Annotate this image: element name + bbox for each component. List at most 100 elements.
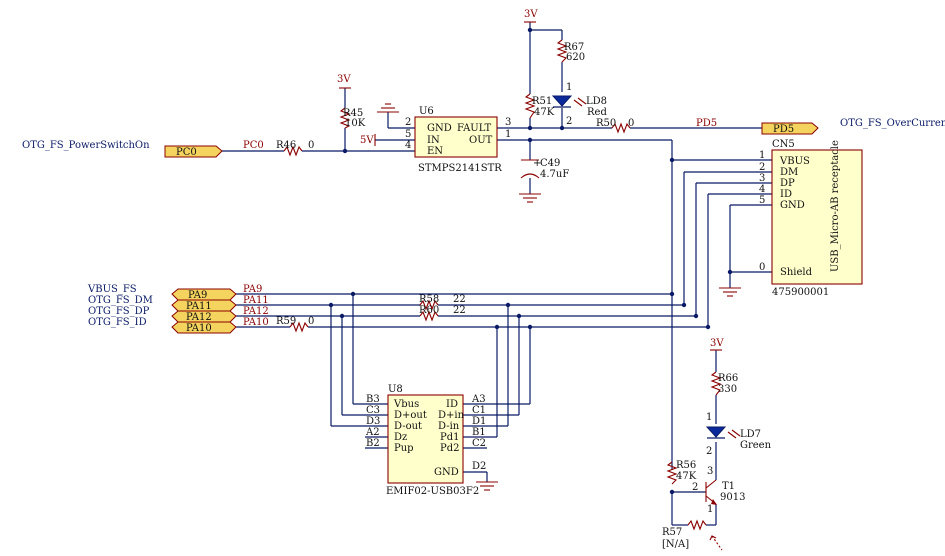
r56-value: 47K [676,471,697,482]
u8-pin-dmin: D-in [438,421,460,432]
u6-num-in: 5 [405,129,411,140]
u8-ball-c3: C3 [366,405,380,416]
r57-value: [N/A] [662,539,689,550]
port-pa10-label: PA10 [186,323,212,334]
r67-ref: R67 [564,42,584,53]
power-3v-r45-label: 3V [337,74,351,85]
u8-ball-b2: B2 [366,438,380,449]
net-pc0: PC0 [243,140,264,151]
cn5-part: 475900001 [772,287,829,298]
cn5-num-1: 1 [759,150,765,161]
u8-pin-pup: Pup [394,443,414,454]
u8-pin-id: ID [446,399,458,410]
resistor-r46: R46 0 [276,140,314,157]
t1-part: 9013 [720,492,745,503]
u8-ball-a2: A2 [365,427,380,438]
cn5-num-5: 5 [759,195,765,206]
r50-value: 0 [628,118,634,129]
cn5-pin-dp: DP [780,178,795,189]
u6-pin-en: EN [427,146,443,157]
r60-value: 22 [453,305,466,316]
connector-cn5: CN5 475900001 USB_Micro-AB receptacle VB… [759,139,863,298]
ld8-pin2: 2 [566,116,572,127]
u8-ball-a3: A3 [471,394,486,405]
resistor-r45: R45 10K [339,107,366,129]
power-3v-r66: 3V [710,338,724,351]
signal-id: OTG_FS_ID [88,317,147,328]
power-5v: 5V [360,134,376,146]
power-3v-r45: 3V [337,74,351,89]
r67-value: 620 [566,52,585,63]
port-pc0-label: PC0 [176,147,197,158]
net-pd5: PD5 [696,118,717,129]
resistor-r60: R60 22 [419,305,466,322]
r51-ref: R51 [532,96,552,107]
resistor-r67: R67 620 [556,39,585,63]
c49-ref: C49 [540,158,560,169]
port-pd5-label: PD5 [773,124,794,135]
r66-ref: R66 [718,373,738,384]
u8-ball-b3: B3 [366,394,380,405]
port-pa11: PA11 [171,299,237,312]
port-pa11-label: PA11 [186,301,212,312]
resistor-r50: R50 0 [596,118,634,134]
u6-num-fault: 3 [505,117,511,128]
ld7-color: Green [740,440,772,451]
t1-ref: T1 [722,481,735,492]
signal-dp: OTG_FS_DP [88,306,150,317]
r57-arrow-icon [709,535,723,551]
u6-part: STMPS2141STR [418,163,502,174]
r58-value: 22 [453,294,466,305]
ic-u8: U8 EMIF02-USB03F2 Vbus D+out D-out Dz Pu… [365,384,486,497]
ground-u6 [377,103,399,113]
led-ld8: 1 2 LD8 Red [551,82,607,127]
u6-ref: U6 [419,106,434,117]
signal-overcurrent: OTG_FS_OverCurrent [840,118,945,129]
ic-u6: U6 STMPS2141STR GND IN EN FAULT OUT 2 5 … [405,106,511,174]
u8-pin-dmout: D-out [394,421,422,432]
t1-pin-e: 1 [707,504,713,515]
u8-pin-dpin: D+in [438,410,465,421]
u8-pin-pd2: Pd2 [440,443,460,454]
cn5-pin-vbus: VBUS [779,156,810,167]
signal-powerswitch: OTG_FS_PowerSwitchOn [22,140,150,151]
r51-value: 47K [534,107,555,118]
cn5-num-3: 3 [759,173,765,184]
c49-plus: + [533,158,541,169]
resistor-r58: R58 22 [419,294,466,311]
ld7-pin2: 2 [706,446,712,457]
r45-value: 10K [345,118,366,129]
transistor-t1: 2 3 1 T1 9013 [692,466,745,515]
junctions [328,27,733,495]
u6-pin-in: IN [427,135,440,146]
u6-num-out: 1 [505,129,511,140]
t1-pin-c: 3 [707,466,713,477]
u8-pin-gnd: GND [434,467,459,478]
r45-ref: R45 [343,108,363,119]
cn5-num-0: 0 [759,262,765,273]
u6-num-gnd: 2 [405,117,411,128]
resistor-r56: R56 47K [666,460,697,485]
u8-ball-c1: C1 [472,405,486,416]
u8-ball-c2: C2 [472,438,486,449]
port-pa12-label: PA12 [186,312,212,323]
power-3v-top-label: 3V [524,9,538,20]
u8-ball-b1: B1 [472,427,486,438]
wires [221,22,772,526]
u8-part: EMIF02-USB03F2 [386,486,479,497]
ld7-pin1: 1 [706,412,712,423]
c49-value: 4.7uF [540,169,569,180]
resistor-r51: R51 47K [524,93,555,119]
port-pa10: PA10 [171,321,237,334]
r58-ref: R58 [419,294,439,305]
u6-pin-fault: FAULT [457,123,492,134]
r46-value: 0 [308,140,314,151]
cn5-pin-dm: DM [780,167,798,178]
t1-pin-b: 2 [692,482,698,493]
r46-ref: R46 [276,140,296,151]
resistor-r66: R66 330 [710,371,738,396]
r59-value: 0 [308,316,314,327]
ground-u8 [476,481,498,491]
u6-pin-gnd: GND [427,123,452,134]
